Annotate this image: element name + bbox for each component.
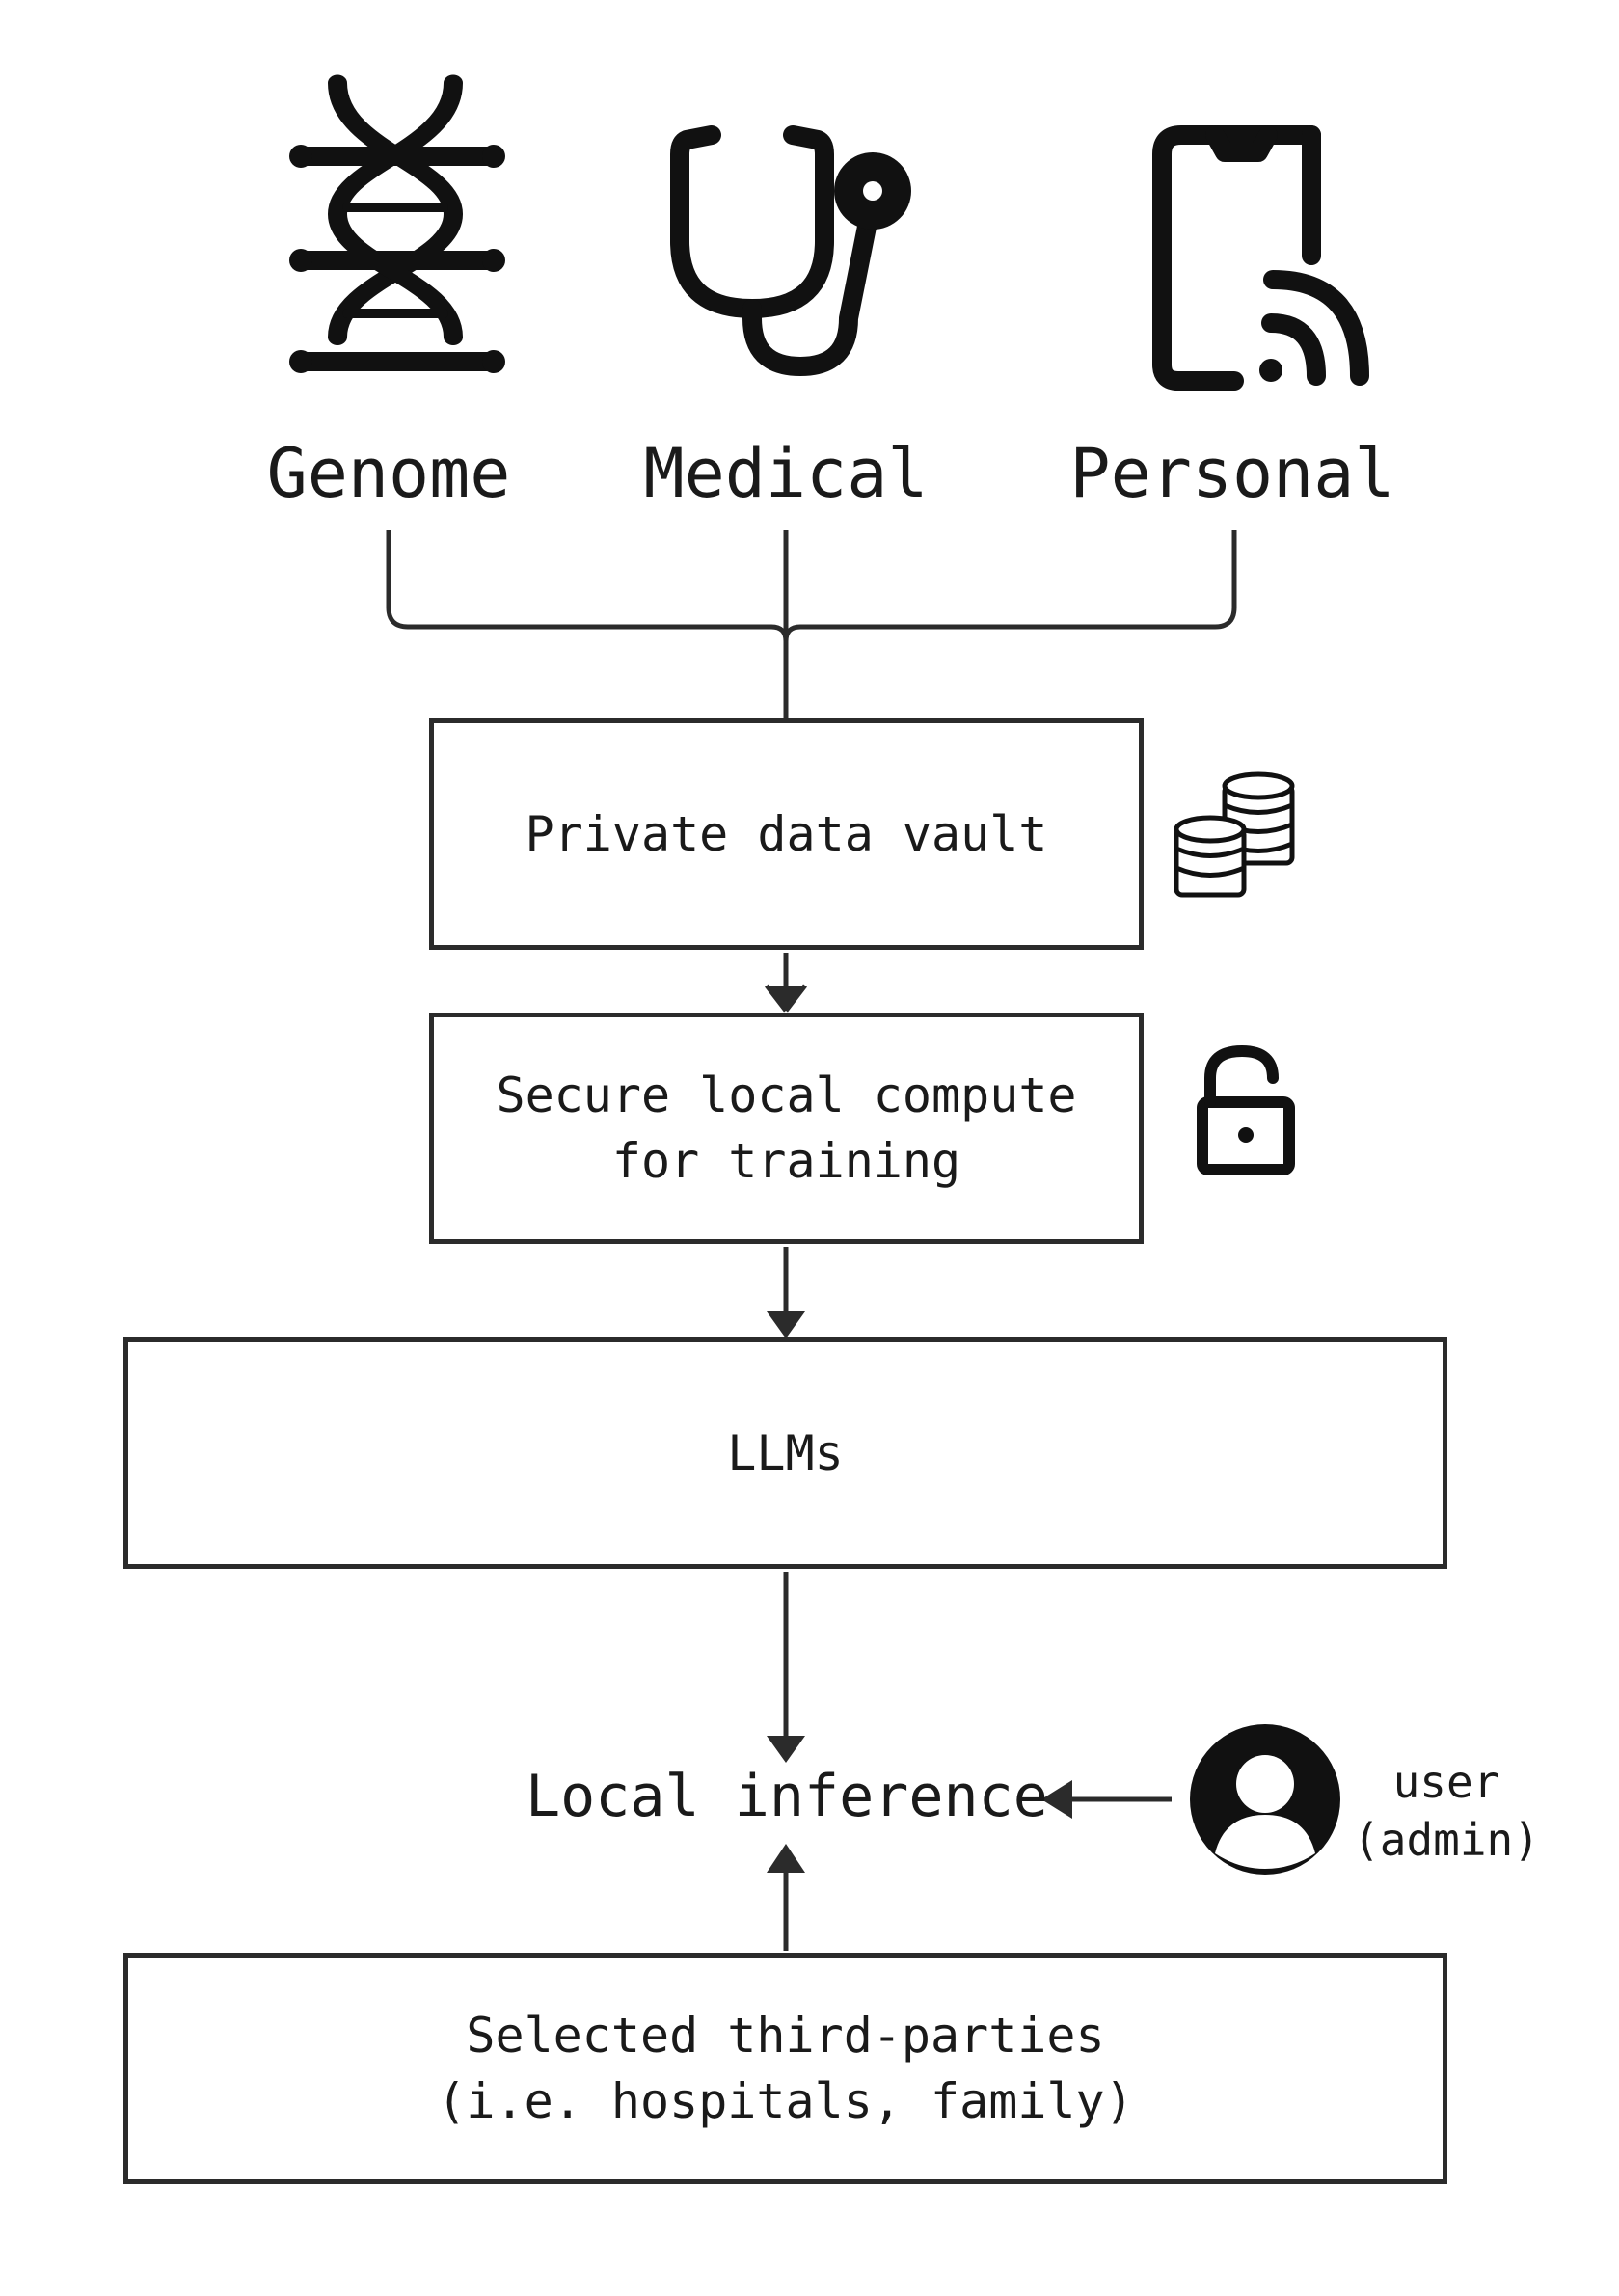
smartphone-wireless-icon: [1152, 125, 1369, 391]
arrow-compute-to-llms: [767, 1247, 805, 1338]
private-data-vault-label: Private data vault: [525, 806, 1048, 862]
user-avatar-icon: [1190, 1724, 1340, 1875]
stethoscope-icon: [670, 125, 911, 376]
llms-box: LLMs: [123, 1337, 1447, 1569]
dna-icon: [289, 74, 505, 373]
arrow-user-to-inference: [1041, 1780, 1172, 1819]
local-inference-label: Local inference: [526, 1763, 1048, 1830]
third-parties-box: Selected third-parties (i.e. hospitals, …: [123, 1953, 1447, 2184]
source-label-personal: Personal: [1069, 434, 1395, 513]
arrow-third-parties-to-inference: [767, 1844, 805, 1951]
source-label-genome: Genome: [266, 434, 511, 513]
third-parties-label: Selected third-parties (i.e. hospitals, …: [437, 2008, 1134, 2129]
user-admin-label: user (admin): [1353, 1756, 1540, 1866]
arrow-vault-to-compute: [765, 953, 807, 1013]
arrow-llms-to-inference: [767, 1572, 805, 1763]
private-data-vault-box: Private data vault: [429, 718, 1144, 950]
database-coins-icon: [1174, 771, 1295, 898]
unlocked-padlock-icon: [1197, 1044, 1295, 1175]
source-label-medical: Medical: [643, 434, 929, 513]
llms-label: LLMs: [727, 1425, 844, 1481]
source-bracket: [386, 530, 1237, 718]
secure-compute-box: Secure local compute for training: [429, 1013, 1144, 1244]
secure-compute-label: Secure local compute for training: [496, 1067, 1077, 1189]
